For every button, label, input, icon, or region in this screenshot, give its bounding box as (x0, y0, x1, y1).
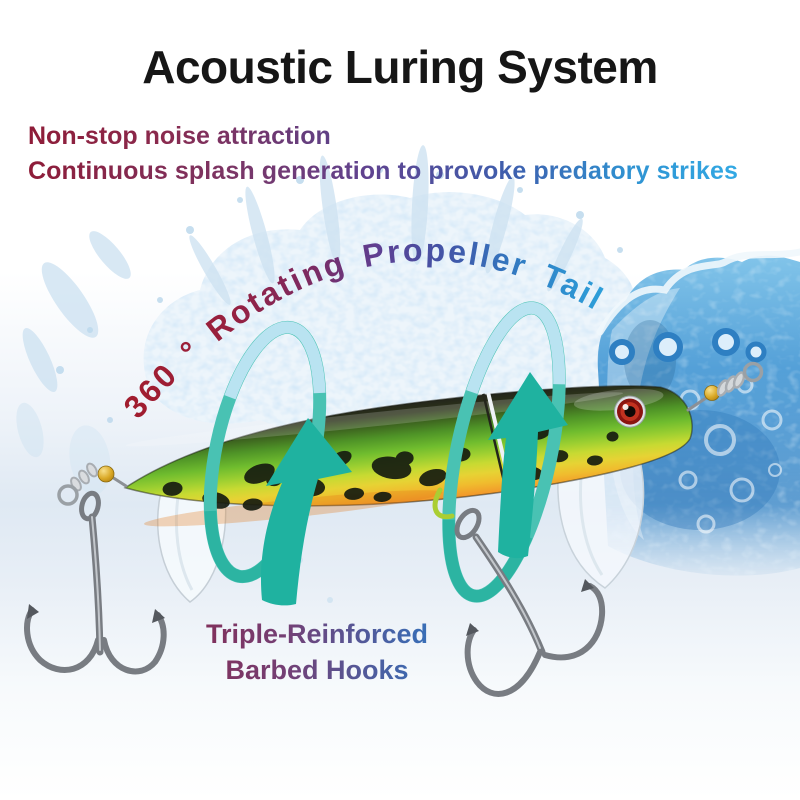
hooks-caption: Triple-Reinforced Barbed Hooks (117, 616, 517, 688)
subtitle-line-1: Non-stop noise attraction (28, 122, 331, 150)
hooks-caption-line-2: Barbed Hooks (117, 652, 517, 688)
page-title: Acoustic Luring System (142, 41, 658, 93)
tail-swivel (57, 462, 128, 506)
rotation-ring-right (442, 301, 566, 603)
treble-hook-left (24, 490, 167, 675)
rotation-arrow-left-icon (260, 418, 352, 606)
nose-swivel (686, 361, 764, 412)
lure-eye (613, 395, 646, 428)
gold-bead-tail (97, 465, 115, 483)
water-splash (16, 145, 648, 603)
treble-hook-right (432, 487, 606, 697)
wave-foam (596, 248, 800, 336)
hooks-caption-line-1: Triple-Reinforced (117, 616, 517, 652)
subtitle-line-2: Continuous splash generation to provoke … (28, 157, 738, 185)
wave-bubbles (609, 328, 783, 534)
rotation-arrow-right-icon (488, 372, 568, 559)
